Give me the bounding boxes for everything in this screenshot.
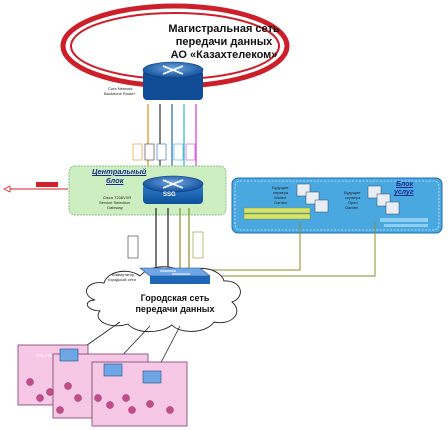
city-network-title-line1: Городская сеть xyxy=(140,293,210,303)
server-b-line1: Будущие xyxy=(344,190,361,195)
ssg-label: SSG xyxy=(163,192,176,198)
server-a-line3: Walled xyxy=(274,195,287,200)
core-router-label-line2: Backbone Router xyxy=(104,91,135,96)
switch-icon xyxy=(139,267,211,284)
backbone-ellipse xyxy=(60,3,290,89)
ssg-desc-line3: Gateway xyxy=(107,205,123,210)
server-b-line4: Garden xyxy=(345,205,359,210)
services-legend xyxy=(243,207,428,227)
ssg-to-switch-links xyxy=(155,208,190,270)
dslam-label: DSLAM xyxy=(36,353,52,358)
server-b-line2: сервера xyxy=(345,195,361,200)
city-switch-label-line1: Коммутатор xyxy=(112,272,135,277)
city-switch-label-line2: городской сети xyxy=(108,277,136,282)
switch-to-services-links xyxy=(205,222,376,277)
services-block-title-line1: Блок xyxy=(396,181,414,188)
ssg-desc-line2: Service Selection xyxy=(99,200,130,205)
modem-icon xyxy=(26,378,174,414)
backbone-title-line1: Магистральная сеть xyxy=(168,23,280,35)
ssg-desc-line1: Cisco 7206VXR xyxy=(103,195,132,200)
ssg-router-icon xyxy=(142,175,204,204)
server-a-line4: Garden xyxy=(274,200,288,205)
server-b-line3: Open xyxy=(348,200,358,205)
ssg-link-tags xyxy=(127,231,204,259)
city-network-title-line2: передачи данных xyxy=(135,304,215,314)
central-block-title-line1: Центральный xyxy=(92,167,147,176)
central-block-title-line2: блок xyxy=(106,176,124,185)
backbone-title-line2: передачи данных xyxy=(175,36,273,48)
backbone-title-line3: АО «Казахтелеком» xyxy=(170,49,278,61)
server-a-line1: Будущие xyxy=(272,185,289,190)
arrow-icon xyxy=(3,182,68,193)
server-a-line2: сервера xyxy=(273,190,289,195)
vlan-tags xyxy=(132,143,196,161)
router-icon xyxy=(142,61,204,100)
server-icon xyxy=(296,183,400,215)
dslam-icon xyxy=(59,348,162,384)
core-router-label-line1: Core Network xyxy=(108,86,133,91)
services-block-title-line2: услуг xyxy=(394,189,414,196)
